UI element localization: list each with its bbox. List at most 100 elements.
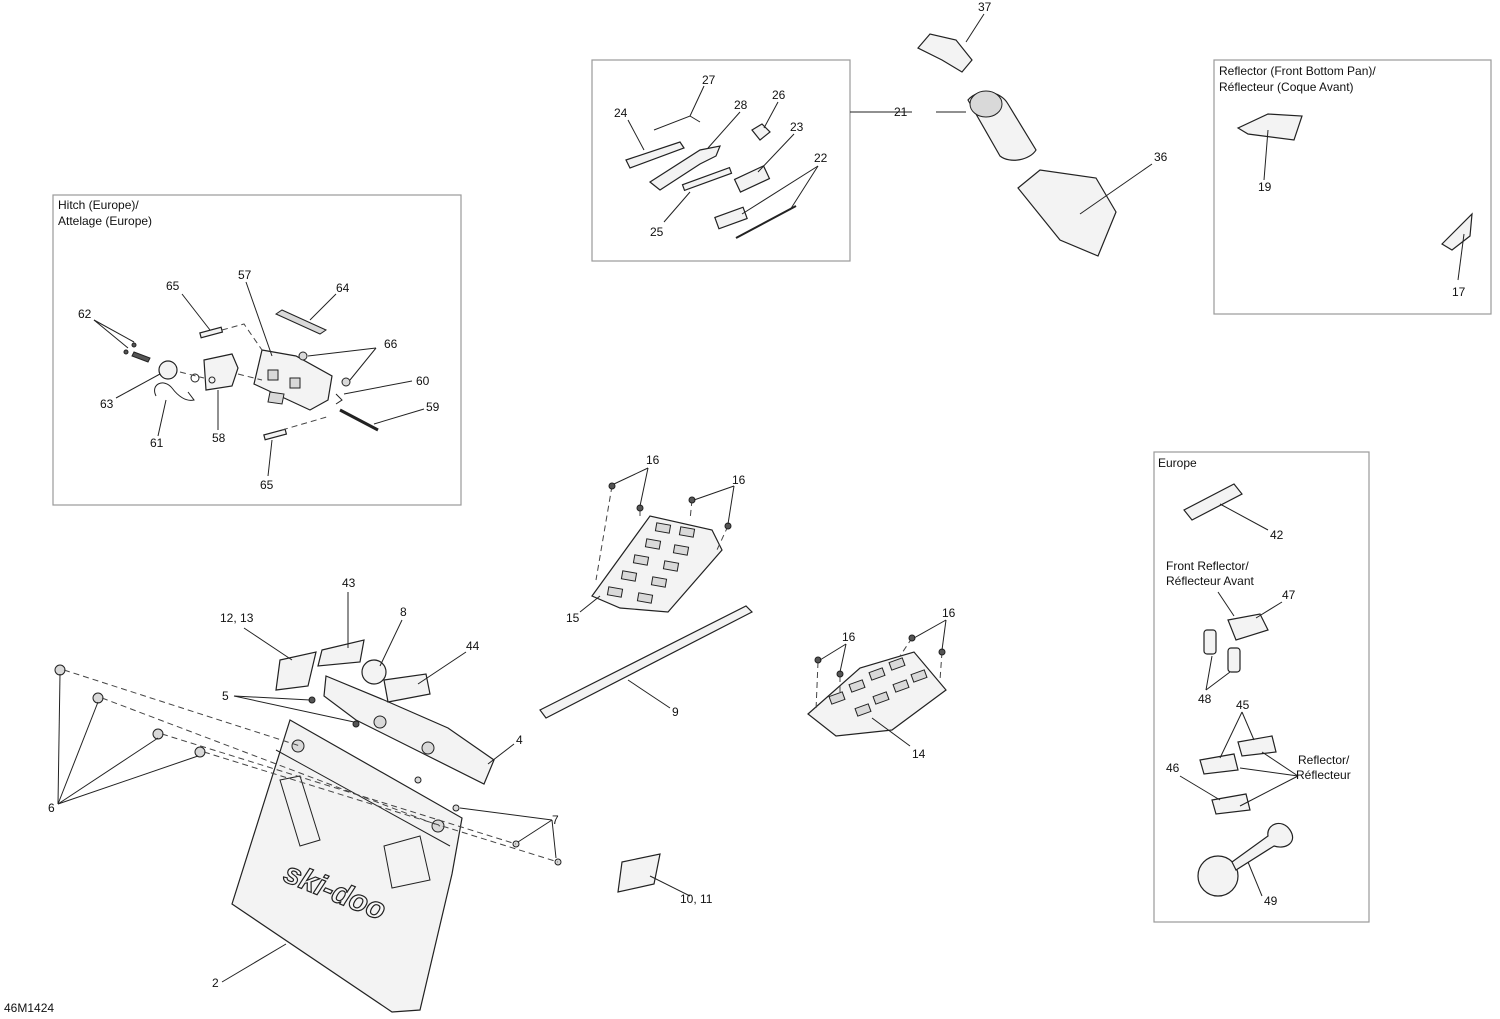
leader-6b — [57, 701, 99, 805]
part-6-rivet-1 — [54, 664, 66, 676]
callout-65a: 65 — [166, 279, 180, 293]
leader-16b2 — [727, 485, 735, 525]
part-46-reflector — [1211, 793, 1251, 815]
hitch-dash-4 — [281, 415, 331, 431]
part-16-screw-1 — [608, 482, 616, 490]
part-6-rivet-3 — [152, 728, 164, 740]
callout-48: 48 — [1198, 692, 1212, 706]
callout-63: 63 — [100, 397, 114, 411]
leader-37 — [965, 13, 985, 43]
leader-47 — [1255, 601, 1283, 619]
leader-16b1 — [693, 485, 735, 501]
callout-10-11: 10, 11 — [680, 892, 713, 906]
flap-dash-3 — [161, 733, 517, 845]
part-57-tab — [267, 391, 285, 405]
part-15-footrest — [591, 515, 723, 613]
part-49-horn — [1231, 822, 1294, 871]
part-16-screw-5 — [814, 656, 822, 664]
part-57-hole — [267, 369, 279, 381]
callout-45: 45 — [1236, 698, 1250, 712]
reflector-front-pan-parts — [1236, 113, 1473, 281]
leader-16a1 — [613, 467, 649, 485]
reflector-box-title-1: Reflector (Front Bottom Pan)/ — [1219, 64, 1376, 78]
hitch-box-title-1: Hitch (Europe)/ — [58, 198, 139, 212]
leader-45a — [1241, 711, 1255, 741]
part-27-key — [653, 115, 701, 131]
part-24-wrench — [625, 141, 685, 169]
europe-parts: Front Reflector/ Réflecteur Avant Reflec… — [1166, 483, 1351, 897]
part-66-nut-2 — [341, 377, 351, 387]
leader-front-reflector — [1217, 591, 1235, 617]
callout-5: 5 — [222, 689, 229, 703]
part-2-flap-hole-1 — [291, 739, 305, 753]
callout-25: 25 — [650, 225, 664, 239]
reflector-box-title-2: Réflecteur (Coque Avant) — [1219, 80, 1354, 94]
leader-46 — [1179, 775, 1221, 801]
callout-42: 42 — [1270, 528, 1284, 542]
part-42-plate — [1183, 483, 1243, 521]
leader-65a — [181, 293, 211, 331]
part-59-rod — [339, 408, 379, 432]
callout-17: 17 — [1452, 285, 1466, 299]
leader-19 — [1263, 129, 1269, 181]
part-19-reflector — [1236, 113, 1303, 141]
leader-6a — [57, 673, 61, 805]
front-reflector-label-1: Front Reflector/ — [1166, 559, 1249, 573]
part-43-decal — [317, 639, 365, 667]
tool-kit-box — [591, 59, 851, 262]
leader-5a — [233, 695, 311, 701]
part-17-reflector — [1441, 212, 1473, 251]
flap-assembly: ski-doo — [54, 639, 661, 1013]
leader-25 — [663, 191, 691, 223]
tool-kit-leaders — [627, 85, 912, 223]
hitch-dash-2 — [237, 373, 263, 381]
part-4-hole-1 — [373, 715, 387, 729]
hitch-parts — [123, 309, 379, 441]
callout-24: 24 — [614, 106, 628, 120]
tool-bag-parts — [917, 33, 1117, 257]
callout-60: 60 — [416, 374, 430, 388]
flap-dash-1 — [63, 669, 301, 747]
leader-42 — [1219, 503, 1269, 531]
part-49-sphere — [1197, 855, 1239, 897]
flap-leaders — [57, 592, 691, 983]
part-12-13-decal — [275, 651, 317, 691]
part-6-rivet-2 — [92, 692, 104, 704]
callout-46: 46 — [1166, 761, 1180, 775]
callout-19: 19 — [1258, 180, 1272, 194]
callout-12-13: 12, 13 — [220, 611, 254, 625]
part-21-bag-end — [969, 90, 1003, 118]
leader-8 — [379, 619, 403, 667]
callout-36: 36 — [1154, 150, 1168, 164]
part-2-flap-pocket-left — [279, 775, 321, 847]
footrest-lower-dash-4 — [939, 651, 943, 681]
leader-16d2 — [839, 643, 847, 673]
callout-23: 23 — [790, 120, 804, 134]
footrest-lower-dash-3 — [899, 637, 913, 657]
europe-box-frame — [1153, 451, 1370, 923]
part-14-footrest — [807, 651, 947, 737]
callout-4: 4 — [516, 733, 523, 747]
callout-64: 64 — [336, 281, 350, 295]
callout-37: 37 — [978, 0, 992, 14]
callout-43: 43 — [342, 576, 356, 590]
callout-15: 15 — [566, 611, 580, 625]
part-9-strip — [539, 605, 754, 719]
part-60-nut — [335, 393, 343, 405]
callout-16a: 16 — [646, 453, 660, 467]
part-63-knob — [158, 360, 178, 380]
callout-16d: 16 — [842, 630, 856, 644]
part-62-cap-2 — [131, 342, 137, 348]
leader-27 — [689, 85, 705, 117]
part-63-washer — [190, 373, 200, 383]
leader-63 — [115, 373, 161, 399]
europe-box: Europe — [1153, 451, 1370, 923]
callout-59: 59 — [426, 400, 440, 414]
part-2-flap — [231, 719, 463, 1013]
leader-59 — [373, 408, 425, 425]
part-57-hole-2 — [289, 377, 301, 389]
part-37-strap — [917, 33, 973, 73]
part-7-nut-1 — [452, 804, 460, 812]
part-45-reflector-2 — [1199, 753, 1239, 775]
